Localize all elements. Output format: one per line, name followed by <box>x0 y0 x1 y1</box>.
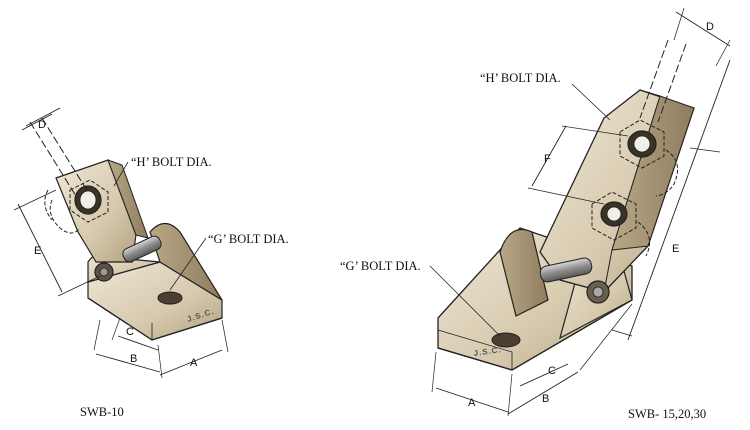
left-dim-c: C <box>126 326 134 338</box>
left-dim-b: B <box>130 353 137 365</box>
left-h-bolt-label: “H’ BOLT DIA. <box>131 155 212 169</box>
left-dim-a: A <box>190 357 198 369</box>
right-caption: SWB- 15,20,30 <box>628 407 706 421</box>
right-g-bolt-label: “G’ BOLT DIA. <box>340 259 421 273</box>
right-dim-d: D <box>706 21 714 33</box>
right-dim-f: F <box>544 153 551 165</box>
right-dim-c: C <box>548 365 556 377</box>
right-dim-e: E <box>672 243 679 255</box>
left-bracket: J.S.C. <box>13 107 229 379</box>
right-bracket: J.S.C. <box>429 7 731 417</box>
left-caption: SWB-10 <box>80 405 124 419</box>
left-dim-e: E <box>34 245 41 257</box>
right-dim-b: B <box>542 393 549 405</box>
right-stamp: J.S.C. <box>473 345 502 358</box>
left-g-bolt-label: “G’ BOLT DIA. <box>208 232 289 246</box>
right-h-bolt-label: “H’ BOLT DIA. <box>480 71 561 85</box>
left-dim-d: D <box>38 119 46 131</box>
right-dim-a: A <box>468 397 476 409</box>
